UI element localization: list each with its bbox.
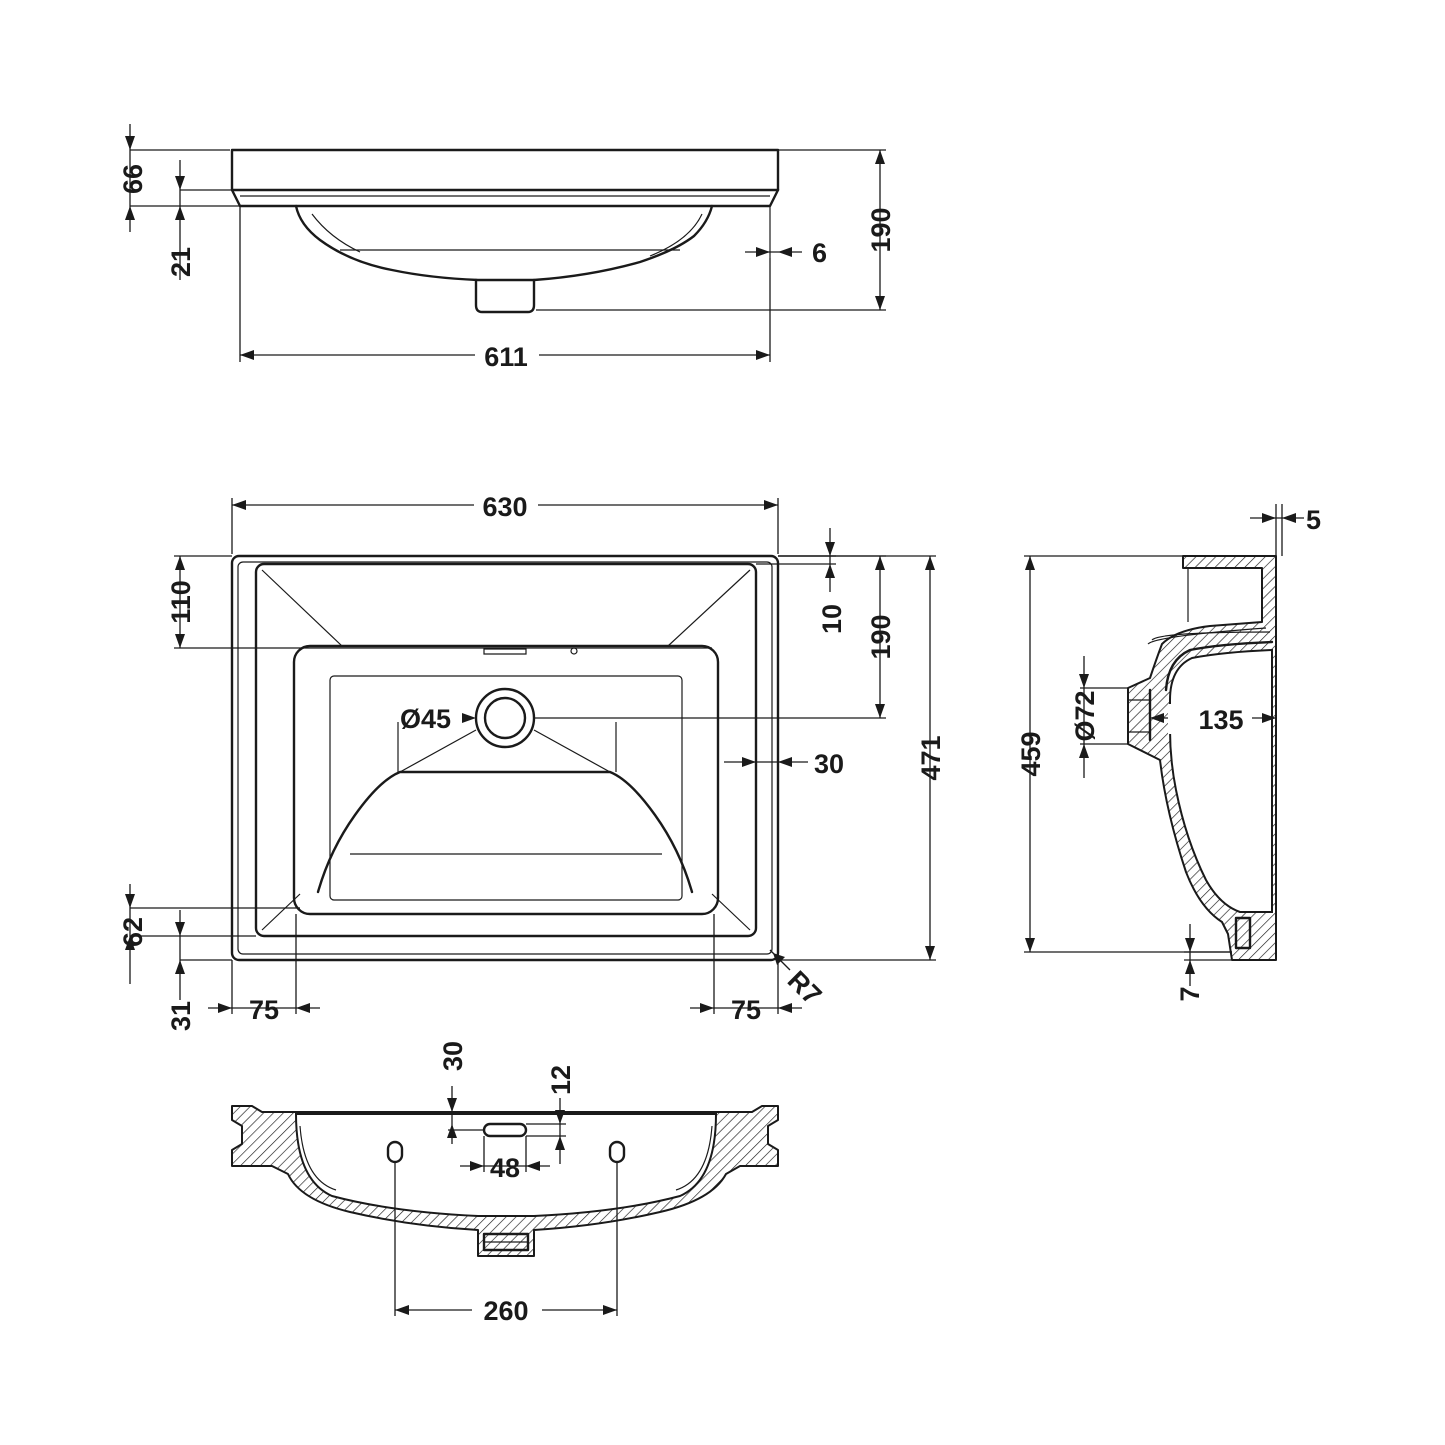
plan-dimensions: 630 110 10 190 Ø45 — [118, 490, 946, 1031]
side-dim-foot: 7 — [1175, 986, 1205, 1001]
side-dim-bowl-depth: 135 — [1198, 705, 1243, 735]
plan-dim-front-depth: 62 — [118, 917, 148, 947]
front-dim-wall: 6 — [812, 238, 827, 268]
plan-dim-height: 471 — [916, 735, 946, 780]
section-dim-hole-spacing: 260 — [483, 1296, 528, 1326]
plan-dim-waste-from-back: 190 — [866, 614, 896, 659]
front-basin-outline — [230, 148, 780, 314]
plan-waste-outlet — [474, 687, 536, 749]
plan-dim-tap-deck: 110 — [166, 580, 196, 624]
section-basin-outline — [231, 1105, 779, 1257]
plan-dim-back-rim: 10 — [817, 604, 847, 634]
plan-dim-waste-diameter: Ø45 — [400, 704, 451, 734]
front-section-view: 30 12 48 260 — [231, 1041, 779, 1326]
side-dim-top-thickness: 5 — [1306, 505, 1321, 535]
plan-dim-side-rim: 30 — [814, 749, 844, 779]
front-dim-ledge: 21 — [166, 247, 196, 277]
side-basin-section — [1127, 555, 1277, 961]
side-dim-overflow-diameter: Ø72 — [1070, 690, 1100, 741]
section-dim-tap-to-slot: 30 — [438, 1041, 468, 1071]
section-dimensions: 30 12 48 260 — [394, 1041, 618, 1326]
side-dim-height: 459 — [1016, 731, 1046, 776]
plan-dim-front-rim: 31 — [166, 1001, 196, 1031]
side-dimensions: 5 459 Ø72 135 7 — [1016, 504, 1321, 1002]
section-dim-slot-height: 12 — [546, 1065, 576, 1095]
plan-dim-corner-radius: R7 — [782, 965, 828, 1011]
front-dim-width: 611 — [484, 342, 528, 372]
plan-dim-width: 630 — [482, 492, 527, 522]
side-section-view: 5 459 Ø72 135 7 — [1016, 504, 1321, 1002]
section-dim-slot-width: 48 — [490, 1153, 520, 1183]
plan-dim-right-offset: 75 — [731, 995, 761, 1025]
front-dim-rim-height: 66 — [118, 164, 148, 194]
plan-dim-left-offset: 75 — [249, 995, 279, 1025]
front-dim-height: 190 — [866, 207, 896, 252]
plan-basin-outline — [230, 554, 780, 962]
front-elevation-view: 66 21 190 6 611 — [118, 124, 896, 372]
front-dimensions: 66 21 190 6 611 — [118, 124, 896, 372]
plan-view: 630 110 10 190 Ø45 — [118, 490, 946, 1031]
